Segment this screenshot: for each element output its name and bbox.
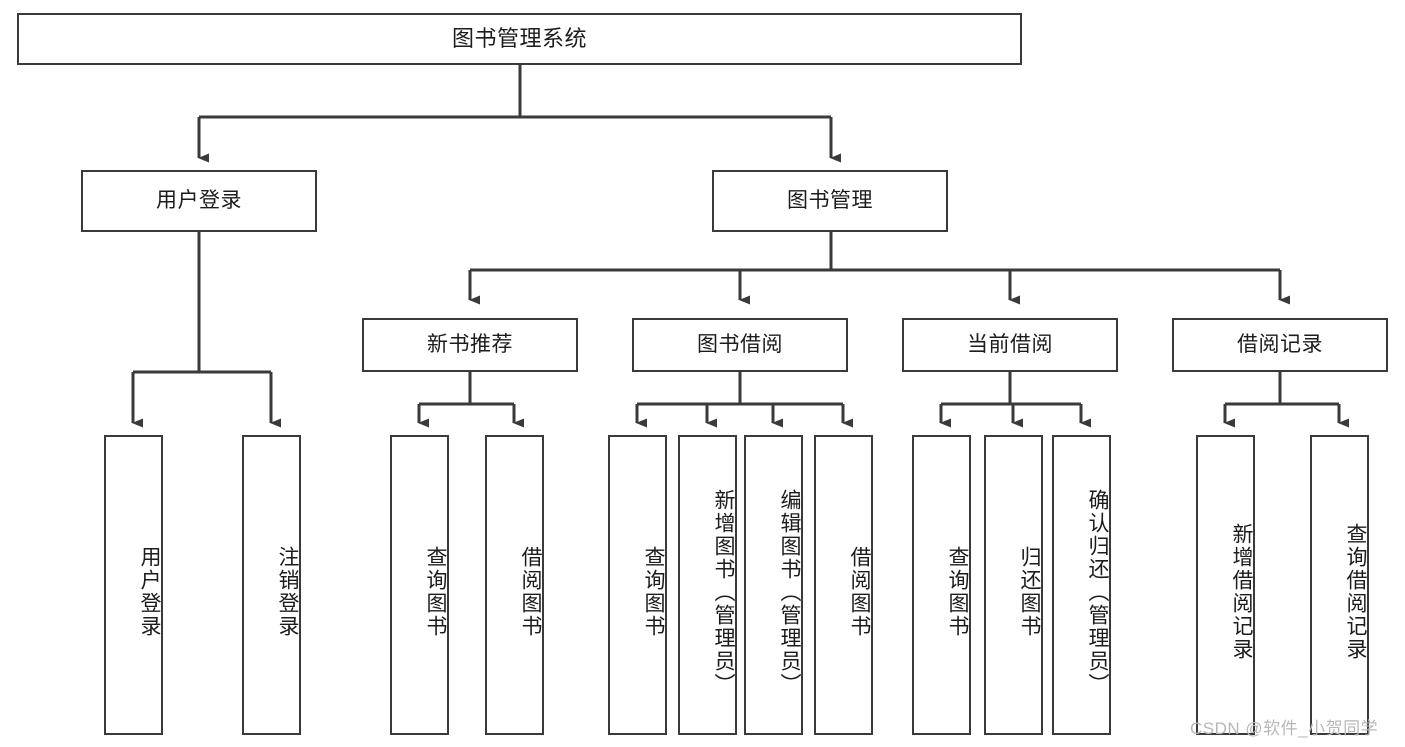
leaf-query-book-current[interactable]: 查询图书	[912, 435, 971, 735]
node-user-login[interactable]: 用户登录	[81, 170, 317, 232]
leaf-return-book[interactable]: 归还图书	[984, 435, 1043, 735]
leaf-borrow-book[interactable]: 借阅图书	[814, 435, 873, 735]
node-current-borrow[interactable]: 当前借阅	[902, 318, 1118, 372]
leaf-edit-book-admin[interactable]: 编辑图书（管理员）	[744, 435, 803, 735]
leaf-query-book-recommend[interactable]: 查询图书	[390, 435, 449, 735]
leaf-borrow-book-recommend[interactable]: 借阅图书	[485, 435, 544, 735]
node-new-book-recommend[interactable]: 新书推荐	[362, 318, 578, 372]
leaf-user-login[interactable]: 用户登录	[104, 435, 163, 735]
leaf-query-borrow-record[interactable]: 查询借阅记录	[1310, 435, 1369, 735]
leaf-add-borrow-record[interactable]: 新增借阅记录	[1196, 435, 1255, 735]
leaf-confirm-return-admin[interactable]: 确认归还（管理员）	[1052, 435, 1111, 735]
node-root[interactable]: 图书管理系统	[17, 13, 1022, 65]
leaf-query-book-borrow[interactable]: 查询图书	[608, 435, 667, 735]
node-book-borrow[interactable]: 图书借阅	[632, 318, 848, 372]
node-borrow-record[interactable]: 借阅记录	[1172, 318, 1388, 372]
leaf-add-book-admin[interactable]: 新增图书（管理员）	[678, 435, 737, 735]
node-book-management[interactable]: 图书管理	[712, 170, 948, 232]
csdn-watermark: CSDN @软件_小贺同学	[1190, 719, 1379, 738]
leaf-logout[interactable]: 注销登录	[242, 435, 301, 735]
